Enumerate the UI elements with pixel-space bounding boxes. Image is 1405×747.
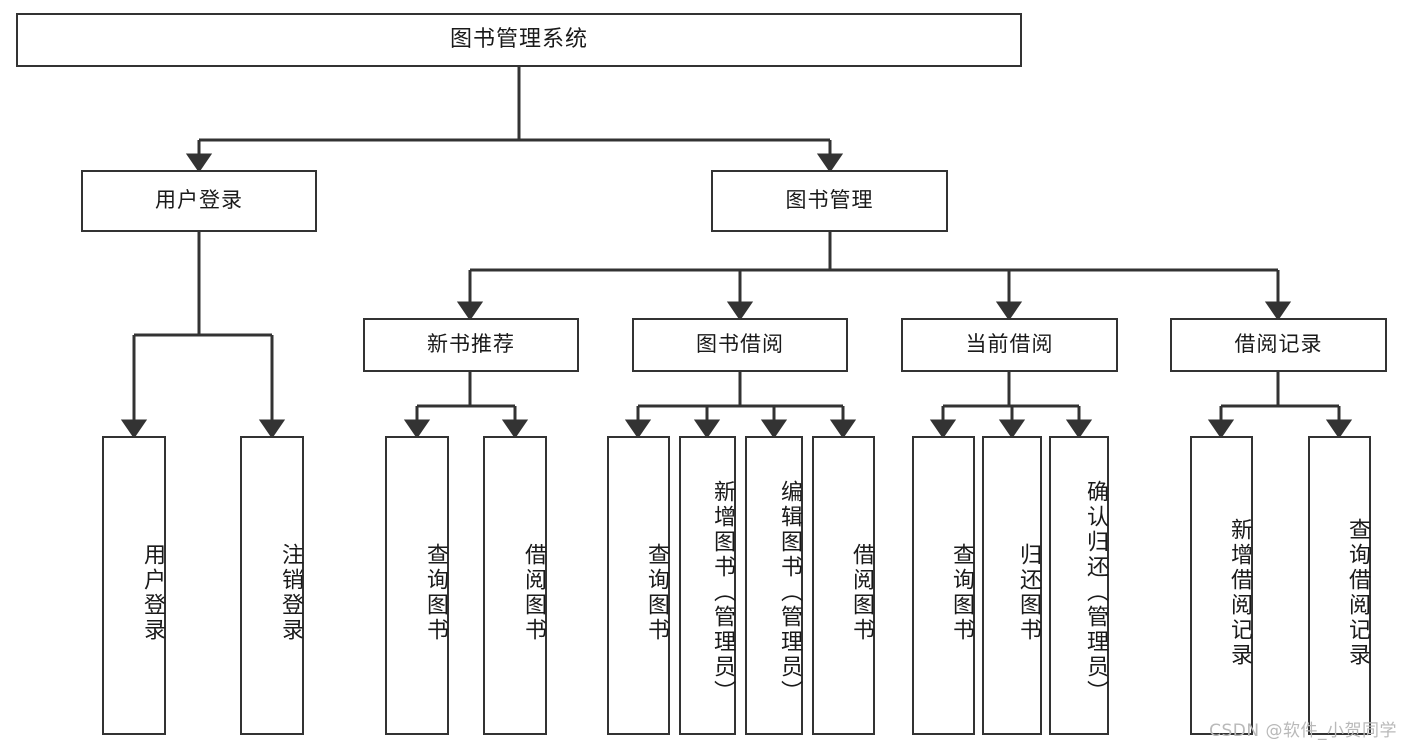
node-label: 编辑图书（管理员） [777,480,802,705]
node-label: 借阅图书 [849,542,874,643]
node-new-book-recommendation[interactable]: 新书推荐 [363,318,579,372]
node-leaf-currentborrow-query-book[interactable]: 查询图书 [912,436,975,735]
node-label: 注销登录 [278,542,303,643]
node-label: 用户登录 [140,542,165,643]
node-leaf-user-logout[interactable]: 注销登录 [240,436,304,735]
node-leaf-bookborrow-add-book-admin[interactable]: 新增图书（管理员） [679,436,736,735]
node-book-management[interactable]: 图书管理 [711,170,948,232]
node-label: 当前借阅 [965,332,1054,357]
node-label: 查询借阅记录 [1345,517,1370,668]
node-leaf-borrowrecord-query-record[interactable]: 查询借阅记录 [1308,436,1371,735]
node-leaf-currentborrow-confirm-return-admin[interactable]: 确认归还（管理员） [1049,436,1109,735]
node-current-borrowing[interactable]: 当前借阅 [901,318,1118,372]
watermark-text: CSDN @软件_小贺同学 [1209,721,1397,741]
node-leaf-bookborrow-borrow-book[interactable]: 借阅图书 [812,436,875,735]
node-leaf-newbook-borrow-book[interactable]: 借阅图书 [483,436,547,735]
node-label: 图书管理 [785,188,874,213]
node-leaf-bookborrow-edit-book-admin[interactable]: 编辑图书（管理员） [745,436,803,735]
node-label: 图书借阅 [696,332,784,357]
node-label: 归还图书 [1016,542,1041,643]
node-borrowing-record[interactable]: 借阅记录 [1170,318,1387,372]
node-label: 查询图书 [644,542,669,643]
node-book-borrowing[interactable]: 图书借阅 [632,318,848,372]
node-leaf-newbook-query-book[interactable]: 查询图书 [385,436,449,735]
node-label: 图书管理系统 [449,26,588,52]
node-label: 新书推荐 [427,332,515,357]
node-label: 用户登录 [155,188,243,213]
node-label: 查询图书 [423,542,448,643]
node-label: 借阅记录 [1234,332,1323,357]
node-label: 确认归还（管理员） [1083,480,1108,705]
node-leaf-user-login[interactable]: 用户登录 [102,436,166,735]
node-label: 新增借阅记录 [1227,517,1252,668]
node-leaf-bookborrow-query-book[interactable]: 查询图书 [607,436,670,735]
node-user-login[interactable]: 用户登录 [81,170,317,232]
node-leaf-borrowrecord-add-record[interactable]: 新增借阅记录 [1190,436,1253,735]
node-leaf-currentborrow-return-book[interactable]: 归还图书 [982,436,1042,735]
node-label: 查询图书 [949,542,974,643]
node-root-book-management-system[interactable]: 图书管理系统 [16,13,1022,67]
node-label: 新增图书（管理员） [710,480,735,705]
node-label: 借阅图书 [521,542,546,643]
